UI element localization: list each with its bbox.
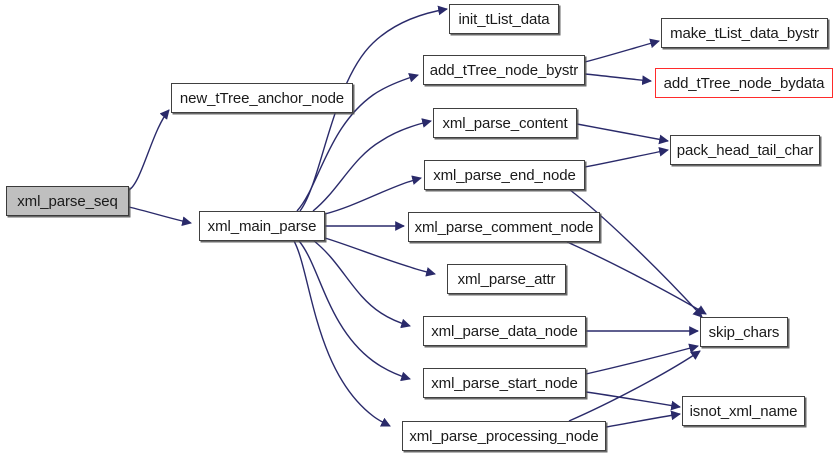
graph-node-xml-main-parse[interactable]: xml_main_parse — [199, 211, 325, 241]
graph-node-add-tTree-node-bystr[interactable]: add_tTree_node_bystr — [423, 55, 585, 85]
call-edge — [312, 118, 432, 212]
call-edge — [568, 350, 701, 422]
graph-node-label: skip_chars — [708, 323, 780, 341]
graph-node-init-tList-data[interactable]: init_tList_data — [449, 4, 559, 34]
graph-node-pack-head-tail-char[interactable]: pack_head_tail_char — [670, 135, 820, 165]
graph-node-label: pack_head_tail_char — [676, 141, 814, 159]
graph-node-label: xml_parse_data_node — [431, 322, 578, 340]
call-edge — [585, 343, 699, 375]
graph-node-label: xml_parse_start_node — [431, 374, 578, 392]
call-edge — [576, 123, 669, 145]
graph-node-xml-parse-attr[interactable]: xml_parse_attr — [447, 264, 566, 294]
call-edge — [584, 38, 660, 63]
call-edge — [605, 410, 681, 428]
graph-node-label: xml_parse_processing_node — [409, 427, 599, 445]
graph-node-xml-parse-processing-node[interactable]: xml_parse_processing_node — [402, 421, 606, 451]
graph-node-label: xml_parse_seq — [17, 192, 118, 210]
call-edges — [128, 5, 707, 428]
graph-node-isnot-xml-name[interactable]: isnot_xml_name — [682, 396, 805, 426]
graph-node-label: xml_parse_end_node — [433, 166, 576, 184]
call-edge — [585, 391, 681, 411]
graph-node-xml-parse-content[interactable]: xml_parse_content — [433, 108, 577, 138]
graph-node-new-tTree-anchor-node[interactable]: new_tTree_anchor_node — [171, 83, 353, 113]
graph-node-xml-parse-start-node[interactable]: xml_parse_start_node — [423, 368, 586, 398]
graph-node-xml-parse-seq[interactable]: xml_parse_seq — [6, 186, 129, 216]
call-edge — [584, 146, 669, 168]
graph-node-label: xml_parse_attr — [457, 270, 556, 288]
graph-node-xml-parse-end-node[interactable]: xml_parse_end_node — [424, 160, 585, 190]
call-edge — [566, 241, 707, 315]
graph-node-xml-parse-data-node[interactable]: xml_parse_data_node — [423, 316, 586, 346]
call-edge — [584, 73, 652, 86]
call-edge — [128, 109, 170, 191]
call-edge — [296, 72, 419, 212]
call-edge — [298, 240, 411, 382]
graph-node-label: xml_parse_comment_node — [414, 218, 594, 236]
call-edge — [324, 237, 436, 277]
graph-node-make-tList-data-bystr[interactable]: make_tList_data_bystr — [661, 18, 828, 48]
graph-node-label: xml_parse_content — [442, 114, 568, 132]
call-edge — [324, 175, 422, 215]
call-edge — [313, 240, 411, 329]
graph-node-add-tTree-node-bydata[interactable]: add_tTree_node_bydata — [655, 68, 833, 98]
graph-node-label: add_tTree_node_bystr — [429, 61, 579, 79]
call-edge — [128, 206, 192, 226]
graph-node-label: new_tTree_anchor_node — [179, 89, 345, 107]
graph-node-label: xml_main_parse — [207, 217, 317, 235]
graph-node-xml-parse-comment-node[interactable]: xml_parse_comment_node — [408, 212, 600, 242]
graph-node-label: isnot_xml_name — [689, 402, 798, 420]
call-edge — [293, 240, 391, 427]
call-edge — [299, 5, 448, 212]
graph-node-skip-chars[interactable]: skip_chars — [700, 317, 788, 347]
call-edge — [569, 189, 703, 318]
graph-node-label: add_tTree_node_bydata — [663, 74, 825, 92]
graph-node-label: make_tList_data_bystr — [670, 24, 819, 42]
graph-node-label: init_tList_data — [458, 10, 550, 28]
